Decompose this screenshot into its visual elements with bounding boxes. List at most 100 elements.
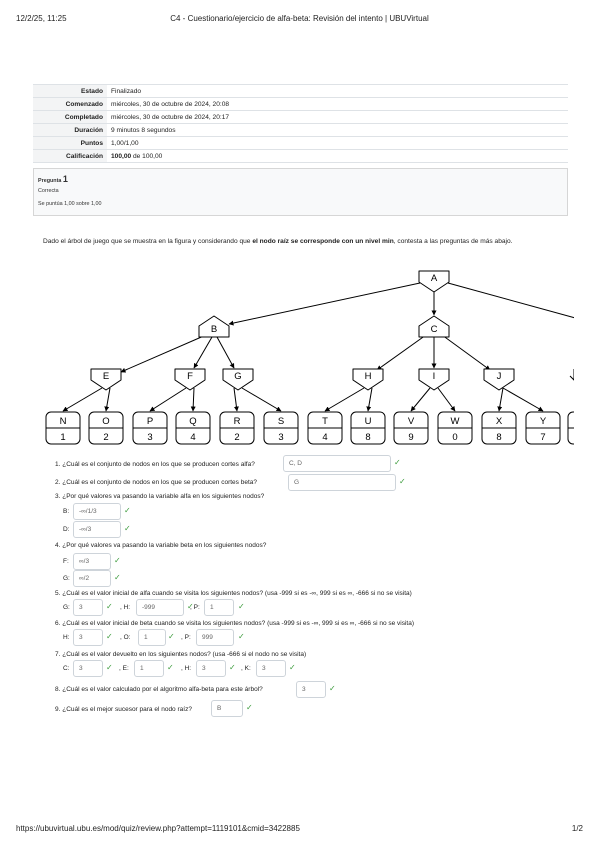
leaf-value: 3 xyxy=(278,432,283,443)
q5-input-p[interactable]: 1 xyxy=(204,599,234,616)
tree-edge xyxy=(228,282,421,326)
tree-leaf-P: P3 xyxy=(132,411,168,445)
tree-node-C: C xyxy=(418,315,450,338)
q7-input-h[interactable]: 3 xyxy=(196,660,226,677)
tree-node-H: H xyxy=(352,368,384,391)
tree-leaf-X: X8 xyxy=(481,411,517,445)
tree-edge xyxy=(410,387,431,412)
q7-label-1: C: xyxy=(63,665,70,672)
tree-edge xyxy=(441,334,491,371)
tree-node-label: I xyxy=(433,371,436,382)
q7-input-k[interactable]: 3 xyxy=(256,660,286,677)
q7-input-e[interactable]: 1 xyxy=(134,660,164,677)
q7-label-4: , K: xyxy=(241,665,251,672)
tree-node-offpage xyxy=(567,300,599,460)
q5-label-1: G: xyxy=(63,604,70,611)
leaf-value: 7 xyxy=(540,432,545,443)
tree-node-label: J xyxy=(497,371,502,382)
summary-label: Calificación xyxy=(33,149,107,163)
q2-answer-input[interactable]: G xyxy=(288,474,396,491)
statement-bold: el nodo raíz se corresponde con un nivel… xyxy=(252,238,394,245)
tree-edge xyxy=(193,336,213,369)
leaf-name: R xyxy=(234,416,241,427)
leaf-name: X xyxy=(496,416,503,427)
leaf-name: V xyxy=(408,416,415,427)
q4-f-label: F: xyxy=(63,558,69,565)
q9-answer-input[interactable]: B xyxy=(211,700,243,717)
q8-answer-input[interactable]: 3 xyxy=(296,681,326,698)
summary-row-completado: Completado miércoles, 30 de octubre de 2… xyxy=(33,110,568,124)
q6-input-h[interactable]: 3 xyxy=(73,629,103,646)
tree-node-B: B xyxy=(198,315,230,338)
leaf-name: P xyxy=(147,416,153,427)
question-prefix: Pregunta xyxy=(38,178,63,184)
q4-f-input[interactable]: ∞/3 xyxy=(73,553,111,570)
check-icon: ✓ xyxy=(246,703,253,712)
tree-leaf-W: W0 xyxy=(437,411,473,445)
tree-edge xyxy=(437,387,456,412)
tree-edge xyxy=(216,336,235,369)
check-icon: ✓ xyxy=(114,573,121,582)
check-icon: ✓ xyxy=(106,663,113,672)
tree-edges xyxy=(62,282,580,412)
q6-label-1: H: xyxy=(63,634,70,641)
summary-row-puntos: Puntos 1,00/1,00 xyxy=(33,136,568,150)
check-icon: ✓ xyxy=(238,632,245,641)
tree-leaf-T: T4 xyxy=(307,411,343,445)
q9-text: 9. ¿Cuál es el mejor sucesor para el nod… xyxy=(55,706,192,713)
statement-part: , contesta a las preguntas de más abajo. xyxy=(393,238,513,245)
q3-d-input[interactable]: -∞/3 xyxy=(73,521,121,538)
check-icon: ✓ xyxy=(167,663,174,672)
print-page-number: 1/2 xyxy=(571,824,583,833)
summary-value: 100,00 de 100,00 xyxy=(107,149,568,163)
tree-leaf-O: O2 xyxy=(88,411,124,445)
tree-edge xyxy=(324,387,365,412)
check-icon: ✓ xyxy=(394,458,401,467)
tree-node-label: C xyxy=(431,324,438,335)
tree-node-J: J xyxy=(483,368,515,391)
q3-b-input[interactable]: -∞/1/3 xyxy=(73,503,121,520)
check-icon: ✓ xyxy=(187,602,194,611)
q6-label-3: , P: xyxy=(181,634,191,641)
leaf-value: 2 xyxy=(234,432,239,443)
q5-input-g[interactable]: 3 xyxy=(73,599,103,616)
summary-label: Estado xyxy=(33,84,107,98)
tree-edge xyxy=(447,282,580,321)
print-url: https://ubuvirtual.ubu.es/mod/quiz/revie… xyxy=(16,824,300,833)
check-icon: ✓ xyxy=(106,602,113,611)
tree-leaf-Y: Y7 xyxy=(525,411,561,445)
q5-input-h[interactable]: -999 xyxy=(136,599,184,616)
q5-label-3: , P: xyxy=(190,604,200,611)
leaf-value: 0 xyxy=(452,432,457,443)
tree-node-A: A xyxy=(418,270,450,293)
summary-row-duracion: Duración 9 minutos 8 segundos xyxy=(33,123,568,137)
check-icon: ✓ xyxy=(329,684,336,693)
question-info-box: Pregunta 1 Correcta Se puntúa 1,00 sobre… xyxy=(33,168,568,216)
q7-text: 7. ¿Cuál es el valor devuelto en los sig… xyxy=(55,651,307,658)
leaf-value: 9 xyxy=(408,432,413,443)
q1-answer-input[interactable]: C, D xyxy=(283,455,391,472)
q2-text: 2. ¿Cuál es el conjunto de nodos en los … xyxy=(55,479,257,486)
print-page-title: C4 - Cuestionario/ejercicio de alfa-beta… xyxy=(170,14,429,23)
tree-edge xyxy=(502,387,544,412)
tree-edge xyxy=(149,387,187,412)
question-number-value: 1 xyxy=(62,174,68,184)
summary-value: 1,00/1,00 xyxy=(107,136,568,150)
tree-node-label: F xyxy=(187,371,193,382)
tree-leaf-R: R2 xyxy=(219,411,255,445)
question-grade: Se puntúa 1,00 sobre 1,00 xyxy=(38,201,102,207)
q6-input-o[interactable]: 1 xyxy=(138,629,166,646)
q7-input-c[interactable]: 3 xyxy=(73,660,103,677)
tree-edge xyxy=(497,387,504,412)
q5-label-2: , H: xyxy=(120,604,131,611)
leaf-value: 2 xyxy=(103,432,108,443)
q4-g-input[interactable]: ∞/2 xyxy=(73,570,111,587)
tree-edge xyxy=(233,387,239,412)
summary-label: Completado xyxy=(33,110,107,124)
q3-d-label: D: xyxy=(63,526,70,533)
tree-edge xyxy=(366,387,373,412)
q6-input-p[interactable]: 999 xyxy=(196,629,234,646)
tree-edge xyxy=(190,387,196,412)
